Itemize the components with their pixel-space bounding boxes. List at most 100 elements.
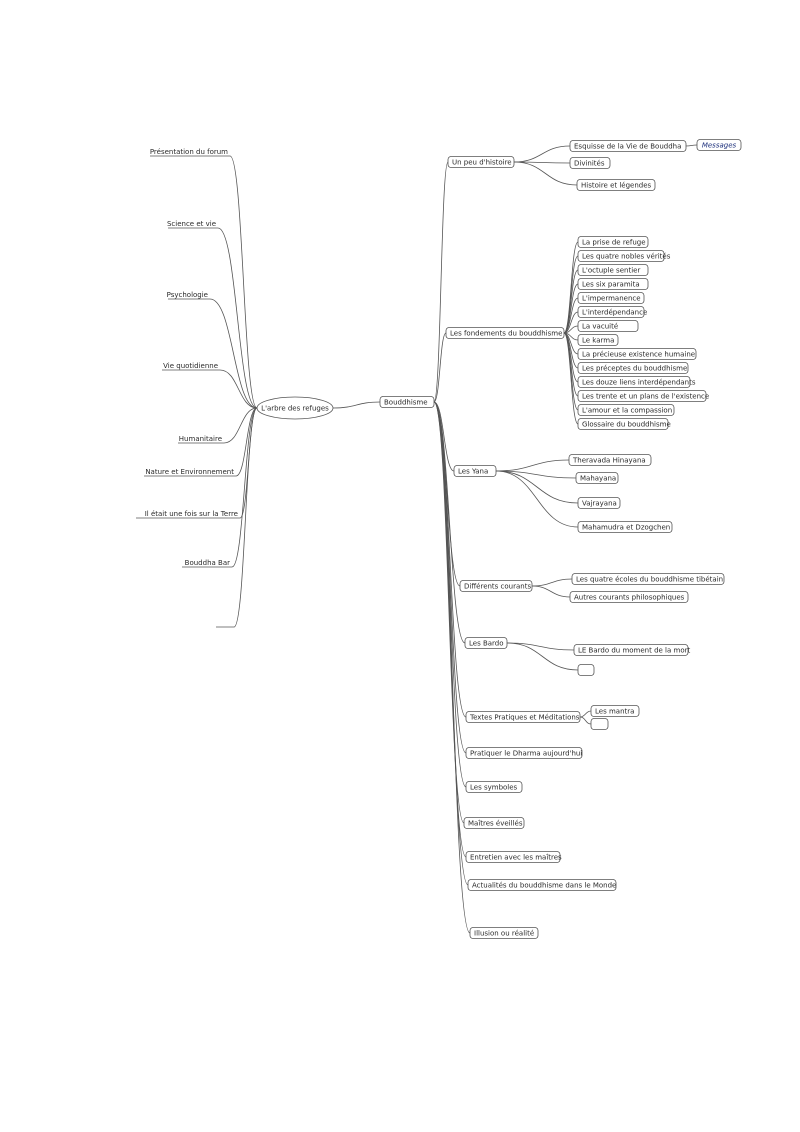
section-les-fondements-du-bouddhisme-item-les-six-paramita[interactable]: Les six paramita bbox=[582, 281, 640, 289]
left-item-vie-quotidienne-link bbox=[219, 369, 258, 409]
section-les-fondements-du-bouddhisme-item-les-quatre-nobles-verites-box[interactable] bbox=[577, 250, 665, 262]
messages-box[interactable] bbox=[696, 139, 742, 151]
section-les-bardo-item-le-bardo-du-moment-de-la-mort-box[interactable] bbox=[573, 644, 689, 656]
section-pratiquer-le-dharma-aujourd-hui-box[interactable] bbox=[465, 747, 583, 759]
left-item-science-et-vie-link bbox=[217, 227, 258, 409]
section-les-yana-item-mahamudra-et-dzogchen-box[interactable] bbox=[577, 521, 673, 533]
section-les-yana-item-mahamudra-et-dzogchen[interactable]: Mahamudra et Dzogchen bbox=[582, 524, 670, 532]
section-textes-pratiques-et-meditations-link bbox=[433, 401, 467, 718]
left-item-humanitaire[interactable]: Humanitaire bbox=[179, 435, 222, 443]
left-item-nature-et-environnement[interactable]: Nature et Environnement bbox=[145, 468, 234, 476]
section-les-fondements-du-bouddhisme-item-les-trente-et-un-plans-de-l-existence-box[interactable] bbox=[577, 390, 707, 402]
section-un-peu-d-histoire-item-histoire-et-legendes-box[interactable] bbox=[576, 179, 656, 191]
section-un-peu-d-histoire-item-esquisse-de-la-vie-de-bouddha-link bbox=[513, 145, 571, 163]
section-les-fondements-du-bouddhisme-item-l-amour-et-la-compassion-box[interactable] bbox=[577, 404, 675, 416]
section-les-fondements-du-bouddhisme-item-glossaire-du-bouddhisme-link bbox=[563, 332, 579, 425]
section-les-fondements-du-bouddhisme-item-les-trente-et-un-plans-de-l-existence[interactable]: Les trente et un plans de l'existence bbox=[582, 393, 709, 401]
section-les-fondements-du-bouddhisme-item-les-six-paramita-box[interactable] bbox=[577, 278, 649, 290]
left-item-bouddha-bar[interactable]: Bouddha Bar bbox=[185, 559, 230, 567]
section-les-fondements-du-bouddhisme-item-l-octuple-sentier-box[interactable] bbox=[577, 264, 649, 276]
left-item-presentation-du-forum-link bbox=[229, 155, 258, 409]
section-les-fondements-du-bouddhisme-item-le-karma-box[interactable] bbox=[577, 334, 619, 346]
section-les-fondements-du-bouddhisme-item-la-prise-de-refuge-link bbox=[563, 241, 579, 334]
section-un-peu-d-histoire-item-divinites-box[interactable] bbox=[569, 157, 611, 169]
section-les-symboles-box[interactable] bbox=[465, 781, 523, 793]
section-les-yana-item-mahayana-box[interactable] bbox=[575, 472, 619, 484]
section-differents-courants-item-autres-courants-philosophiques-box[interactable] bbox=[569, 591, 689, 603]
section-les-fondements-du-bouddhisme-item-les-douze-liens-interdependants-box[interactable] bbox=[577, 376, 691, 388]
left-item-presentation-du-forum[interactable]: Présentation du forum bbox=[150, 148, 228, 156]
section-pratiquer-le-dharma-aujourd-hui[interactable]: Pratiquer le Dharma aujourd'hui bbox=[470, 750, 582, 758]
root-node[interactable]: L'arbre des refuges bbox=[261, 405, 329, 413]
section-differents-courants-item-les-quatre-ecoles-du-bouddhisme-tibetain[interactable]: Les quatre écoles du bouddhisme tibétain bbox=[576, 576, 723, 584]
section-les-yana-item-vajrayana-box[interactable] bbox=[577, 497, 621, 509]
section-les-fondements-du-bouddhisme-item-l-amour-et-la-compassion[interactable]: L'amour et la compassion bbox=[582, 407, 672, 415]
section-les-fondements-du-bouddhisme-item-les-preceptes-du-bouddhisme-box[interactable] bbox=[577, 362, 689, 374]
left-item-psychologie[interactable]: Psychologie bbox=[167, 291, 208, 299]
section-un-peu-d-histoire-item-histoire-et-legendes-link bbox=[513, 161, 578, 186]
section-textes-pratiques-et-meditations-item-empty-1-link bbox=[579, 716, 592, 725]
section-les-fondements-du-bouddhisme-item-l-impermanence[interactable]: L'impermanence bbox=[582, 295, 641, 303]
section-maitres-eveilles[interactable]: Maîtres éveillés bbox=[468, 820, 523, 828]
section-les-yana-item-vajrayana[interactable]: Vajrayana bbox=[582, 500, 617, 508]
section-les-fondements-du-bouddhisme-item-la-vacuite-box[interactable] bbox=[577, 320, 639, 332]
section-les-fondements-du-bouddhisme-item-l-impermanence-box[interactable] bbox=[577, 292, 645, 304]
section-un-peu-d-histoire-item-divinites[interactable]: Divinités bbox=[574, 160, 605, 168]
section-differents-courants-item-autres-courants-philosophiques[interactable]: Autres courants philosophiques bbox=[574, 594, 685, 602]
left-item-nature-et-environnement-link bbox=[235, 407, 258, 477]
section-differents-courants[interactable]: Différents courants bbox=[464, 583, 531, 591]
section-les-fondements-du-bouddhisme-item-glossaire-du-bouddhisme-box[interactable] bbox=[577, 418, 669, 430]
section-les-fondements-du-bouddhisme-item-les-quatre-nobles-verites[interactable]: Les quatre nobles vérités bbox=[582, 253, 671, 261]
section-les-fondements-du-bouddhisme-item-la-precieuse-existence-humaine[interactable]: La précieuse existence humaine bbox=[582, 351, 695, 359]
section-maitres-eveilles-box[interactable] bbox=[463, 817, 525, 829]
root-to-main-link bbox=[332, 401, 381, 409]
left-item-il-etait-une-fois-sur-la-terre[interactable]: Il était une fois sur la Terre bbox=[145, 510, 238, 518]
section-les-fondements-du-bouddhisme-item-glossaire-du-bouddhisme[interactable]: Glossaire du bouddhisme bbox=[582, 421, 671, 429]
section-les-symboles[interactable]: Les symboles bbox=[470, 784, 518, 792]
section-textes-pratiques-et-meditations-item-les-mantra-box[interactable] bbox=[590, 705, 640, 717]
section-les-fondements-du-bouddhisme-item-l-octuple-sentier[interactable]: L'octuple sentier bbox=[582, 267, 640, 275]
section-les-fondements-du-bouddhisme-item-la-prise-de-refuge-box[interactable] bbox=[577, 236, 649, 248]
section-actualites-du-bouddhisme-dans-le-monde-box[interactable] bbox=[467, 879, 617, 891]
section-illusion-ou-realite-link bbox=[433, 401, 471, 934]
section-entretien-avec-les-maitres-box[interactable] bbox=[465, 851, 561, 863]
section-textes-pratiques-et-meditations-item-empty-1-box[interactable] bbox=[590, 718, 609, 730]
section-les-yana-item-theravada-hinayana-link bbox=[495, 459, 570, 472]
section-les-fondements-du-bouddhisme-item-la-prise-de-refuge[interactable]: La prise de refuge bbox=[582, 239, 646, 247]
left-item-empty-link bbox=[233, 407, 258, 628]
section-les-fondements-du-bouddhisme[interactable]: Les fondements du bouddhisme bbox=[450, 330, 562, 338]
section-les-fondements-du-bouddhisme-item-la-precieuse-existence-humaine-box[interactable] bbox=[577, 348, 697, 360]
section-les-bardo[interactable]: Les Bardo bbox=[469, 640, 504, 648]
section-illusion-ou-realite[interactable]: Illusion ou réalité bbox=[474, 930, 534, 938]
section-les-yana-item-theravada-hinayana-box[interactable] bbox=[568, 454, 652, 466]
left-item-science-et-vie[interactable]: Science et vie bbox=[167, 220, 216, 228]
section-les-yana[interactable]: Les Yana bbox=[458, 468, 488, 476]
main-node-bouddhisme[interactable]: Bouddhisme bbox=[384, 399, 428, 407]
section-textes-pratiques-et-meditations-item-les-mantra[interactable]: Les mantra bbox=[595, 708, 634, 716]
section-les-yana-item-mahayana[interactable]: Mahayana bbox=[580, 475, 616, 483]
section-differents-courants-item-les-quatre-ecoles-du-bouddhisme-tibetain-box[interactable] bbox=[571, 573, 725, 585]
section-les-bardo-item-empty-1-link bbox=[506, 642, 579, 671]
section-les-fondements-du-bouddhisme-item-l-interdependance[interactable]: L'interdépendance bbox=[582, 309, 647, 317]
section-differents-courants-item-les-quatre-ecoles-du-bouddhisme-tibetain-link bbox=[531, 578, 573, 587]
section-actualites-du-bouddhisme-dans-le-monde[interactable]: Actualités du bouddhisme dans le Monde bbox=[472, 882, 616, 890]
messages-link[interactable]: Messages bbox=[702, 142, 737, 150]
section-les-yana-item-theravada-hinayana[interactable]: Theravada Hinayana bbox=[572, 457, 646, 465]
section-les-fondements-du-bouddhisme-item-les-douze-liens-interdependants[interactable]: Les douze liens interdépendants bbox=[582, 379, 696, 387]
section-les-fondements-du-bouddhisme-item-la-vacuite[interactable]: La vacuité bbox=[582, 323, 618, 331]
section-entretien-avec-les-maitres[interactable]: Entretien avec les maîtres bbox=[470, 854, 562, 862]
section-les-fondements-du-bouddhisme-item-le-karma[interactable]: Le karma bbox=[582, 337, 614, 345]
section-un-peu-d-histoire[interactable]: Un peu d'histoire bbox=[452, 159, 512, 167]
section-les-bardo-item-empty-1-box[interactable] bbox=[577, 664, 595, 676]
left-item-vie-quotidienne[interactable]: Vie quotidienne bbox=[163, 362, 218, 370]
section-les-fondements-du-bouddhisme-item-l-impermanence-link bbox=[563, 297, 579, 334]
section-textes-pratiques-et-meditations[interactable]: Textes Pratiques et Méditations bbox=[469, 714, 580, 722]
section-un-peu-d-histoire-item-histoire-et-legendes[interactable]: Histoire et légendes bbox=[581, 182, 652, 190]
messages-link-connector bbox=[685, 144, 698, 147]
section-un-peu-d-histoire-item-esquisse-de-la-vie-de-bouddha[interactable]: Esquisse de la Vie de Bouddha bbox=[574, 143, 681, 151]
section-les-fondements-du-bouddhisme-item-l-interdependance-box[interactable] bbox=[577, 306, 645, 318]
section-illusion-ou-realite-box[interactable] bbox=[469, 927, 539, 939]
section-les-bardo-item-le-bardo-du-moment-de-la-mort[interactable]: LE Bardo du moment de la mort bbox=[578, 647, 690, 655]
section-les-fondements-du-bouddhisme-item-les-preceptes-du-bouddhisme[interactable]: Les préceptes du bouddhisme bbox=[582, 365, 687, 373]
